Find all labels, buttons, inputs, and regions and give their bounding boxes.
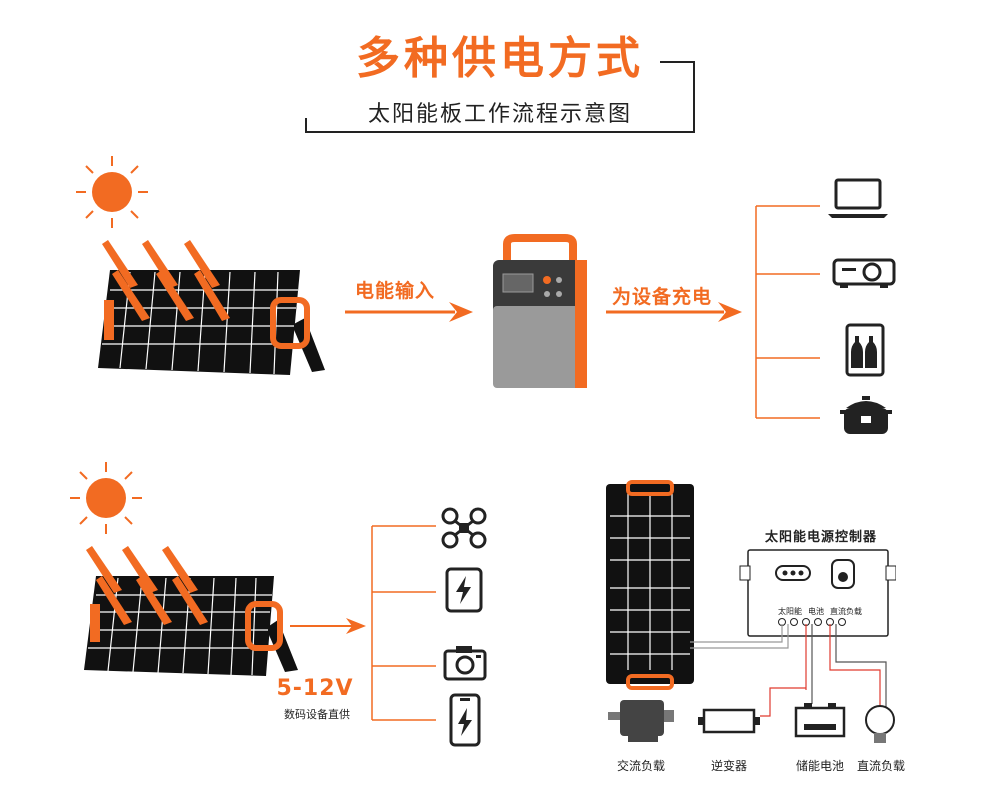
component-label-battery: 储能电池 (795, 759, 844, 773)
device-bracket-top (755, 205, 820, 419)
tablet-icon (445, 567, 483, 613)
terminal-battery: 电池 (808, 607, 824, 616)
solar-panel-vertical (606, 480, 694, 690)
input-arrow (345, 302, 473, 322)
sun-icon-2 (70, 462, 142, 534)
terminal-dc-load: 直流负载 (830, 607, 862, 616)
component-label-inverter: 逆变器 (710, 759, 747, 773)
phone-icon (449, 693, 481, 747)
title-bracket (305, 61, 695, 133)
bottom-arrow (290, 618, 366, 634)
inverter-icon (698, 708, 760, 734)
projector-icon (832, 258, 896, 288)
input-label: 电能输入 (355, 280, 436, 302)
page-title: 多种供电方式 (356, 33, 644, 84)
light-bulb-icon (865, 705, 895, 743)
sun-icon (76, 156, 148, 228)
output-label: 为设备充电 (612, 286, 713, 308)
component-label-dc-load: 直流负载 (856, 759, 905, 773)
controller-title: 太阳能电源控制器 (764, 530, 877, 545)
drone-icon (441, 507, 487, 549)
terminal-solar: 太阳能 (778, 607, 802, 616)
voltage-label: 5-12V (276, 676, 354, 701)
wiring (690, 624, 887, 717)
rice-cooker-icon (840, 396, 892, 434)
power-station-image (493, 234, 587, 388)
camera-icon (443, 646, 487, 681)
voltage-note: 数码设备直供 (284, 708, 350, 721)
solar-panel-image-2 (84, 546, 298, 676)
laptop-icon (828, 178, 888, 218)
mini-fridge-icon (845, 323, 885, 377)
page-subtitle: 太阳能板工作流程示意图 (367, 102, 632, 127)
component-label-ac-load: 交流负载 (616, 759, 665, 773)
battery-icon (794, 703, 846, 738)
ac-motor-icon (608, 700, 674, 742)
controller-box (739, 549, 896, 637)
output-arrow (606, 302, 742, 322)
solar-panel-image (98, 240, 325, 375)
device-bracket-bottom (371, 525, 436, 721)
